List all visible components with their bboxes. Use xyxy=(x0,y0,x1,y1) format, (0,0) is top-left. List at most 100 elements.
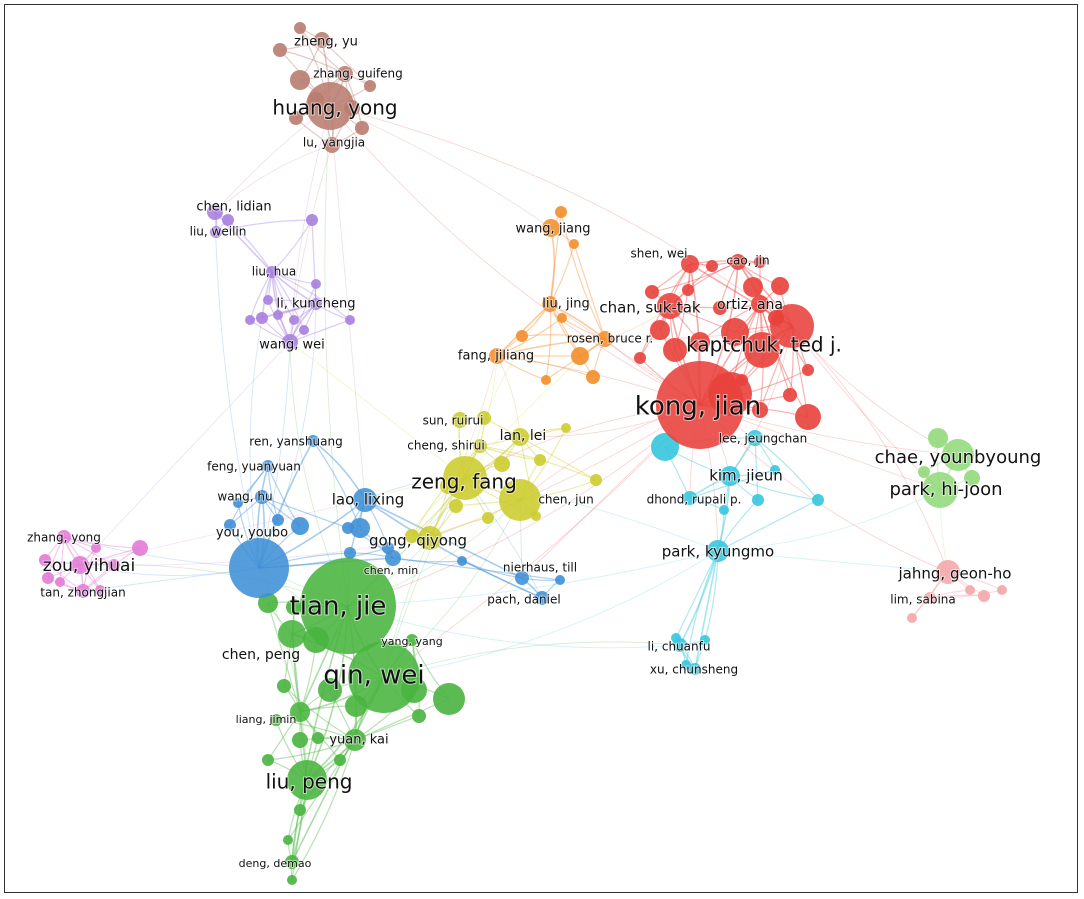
author-node[interactable] xyxy=(224,519,236,531)
author-node[interactable] xyxy=(634,352,646,364)
author-node[interactable] xyxy=(449,499,463,513)
author-node[interactable] xyxy=(719,505,729,515)
author-node[interactable] xyxy=(95,585,105,595)
author-node[interactable] xyxy=(272,514,284,526)
author-node[interactable] xyxy=(645,285,659,299)
author-node-li-kuncheng[interactable] xyxy=(310,298,322,310)
author-node[interactable] xyxy=(795,404,821,430)
author-node-xu-chunsheng[interactable] xyxy=(689,663,701,675)
author-node-liang-jimin[interactable] xyxy=(290,702,310,722)
author-node-gong-qiyong[interactable] xyxy=(418,526,442,550)
author-node-lan-lei[interactable] xyxy=(511,428,529,446)
author-node[interactable] xyxy=(289,315,299,325)
author-node-cao-jin[interactable] xyxy=(730,254,746,270)
author-node-chen-peng[interactable] xyxy=(278,620,306,648)
author-node-fang-jiliang[interactable] xyxy=(489,348,505,364)
author-node[interactable] xyxy=(663,338,687,362)
author-node[interactable] xyxy=(682,284,694,296)
author-node[interactable] xyxy=(590,474,602,486)
author-node[interactable] xyxy=(350,518,370,538)
author-node-huang-yong[interactable] xyxy=(306,82,354,130)
author-node[interactable] xyxy=(263,295,273,305)
author-node-zheng-yu[interactable] xyxy=(314,32,330,48)
author-node[interactable] xyxy=(233,498,243,508)
author-node[interactable] xyxy=(557,313,567,323)
author-node[interactable] xyxy=(534,454,546,466)
author-node[interactable] xyxy=(457,556,467,566)
author-node-chan-suk-tak[interactable] xyxy=(657,293,683,319)
author-node[interactable] xyxy=(270,714,282,726)
author-node[interactable] xyxy=(700,635,710,645)
author-node[interactable] xyxy=(918,466,930,478)
author-node[interactable] xyxy=(997,585,1007,595)
author-node[interactable] xyxy=(344,547,356,559)
author-node[interactable] xyxy=(770,465,780,475)
author-node-liu-hua[interactable] xyxy=(266,266,278,278)
author-node[interactable] xyxy=(541,375,551,385)
author-node-pach-daniel[interactable] xyxy=(535,591,549,605)
author-node[interactable] xyxy=(681,660,691,670)
author-node[interactable] xyxy=(405,529,419,543)
author-node-ortiz-ana[interactable] xyxy=(751,295,769,313)
author-node-liu-peng[interactable] xyxy=(287,760,327,800)
author-node[interactable] xyxy=(277,679,291,693)
author-node[interactable] xyxy=(245,315,255,325)
author-node-tian-jie[interactable] xyxy=(300,558,396,654)
author-node-lu-yangjia[interactable] xyxy=(324,137,340,153)
author-node-sun-ruirui[interactable] xyxy=(452,412,468,428)
author-node[interactable] xyxy=(516,330,528,342)
author-node-lim-sabina[interactable] xyxy=(924,592,936,604)
author-node[interactable] xyxy=(802,364,814,376)
author-node[interactable] xyxy=(743,277,763,297)
author-node[interactable] xyxy=(752,402,768,418)
author-node-rosen-bruce[interactable] xyxy=(597,331,613,347)
author-node[interactable] xyxy=(964,470,980,486)
author-node[interactable] xyxy=(412,709,426,723)
author-node[interactable] xyxy=(262,754,274,766)
author-node-deng-demao[interactable] xyxy=(285,855,299,869)
author-node[interactable] xyxy=(312,732,324,744)
author-node-liu-jing[interactable] xyxy=(542,296,558,312)
author-node[interactable] xyxy=(433,683,465,715)
author-node[interactable] xyxy=(555,575,565,585)
author-node[interactable] xyxy=(345,315,355,325)
author-node-park-hi-joon[interactable] xyxy=(922,472,958,508)
author-node[interactable] xyxy=(55,577,65,587)
author-node-wang-jiang[interactable] xyxy=(542,219,560,237)
author-node[interactable] xyxy=(286,599,302,615)
author-node[interactable] xyxy=(299,325,309,335)
author-node[interactable] xyxy=(39,554,51,566)
author-node[interactable] xyxy=(907,613,917,623)
author-node[interactable] xyxy=(978,590,990,602)
author-node-shen-wei[interactable] xyxy=(681,255,699,273)
author-node-wang-hu[interactable] xyxy=(255,490,269,504)
author-node-cheng-shirui[interactable] xyxy=(473,439,487,453)
author-node[interactable] xyxy=(812,494,824,506)
author-node[interactable] xyxy=(306,214,318,226)
author-node[interactable] xyxy=(744,332,780,368)
author-node-li-chuanfu[interactable] xyxy=(673,638,687,652)
author-node-you-youbo[interactable] xyxy=(229,538,289,598)
author-node-chen-jun[interactable] xyxy=(499,479,541,521)
author-node-wang-wei[interactable] xyxy=(282,334,298,350)
author-node-zou-yihuai[interactable] xyxy=(71,556,89,574)
author-node[interactable] xyxy=(571,347,589,365)
author-node[interactable] xyxy=(311,279,321,289)
author-node-yuan-kai[interactable] xyxy=(344,729,366,751)
author-node[interactable] xyxy=(91,543,101,553)
author-node-kim-jieun[interactable] xyxy=(720,466,740,486)
author-node[interactable] xyxy=(355,121,369,135)
author-node-feng-yuanyuan[interactable] xyxy=(262,460,274,472)
author-node[interactable] xyxy=(273,310,283,320)
author-node[interactable] xyxy=(783,388,797,402)
author-node-zhang-guifeng[interactable] xyxy=(337,66,353,82)
author-node[interactable] xyxy=(586,370,600,384)
author-node[interactable] xyxy=(651,433,679,461)
author-node[interactable] xyxy=(42,572,54,584)
author-node[interactable] xyxy=(928,428,948,448)
author-node[interactable] xyxy=(706,260,718,272)
author-node-zhang-yong[interactable] xyxy=(57,530,71,544)
author-node[interactable] xyxy=(291,517,309,535)
author-node[interactable] xyxy=(108,559,120,571)
author-node[interactable] xyxy=(965,585,975,595)
